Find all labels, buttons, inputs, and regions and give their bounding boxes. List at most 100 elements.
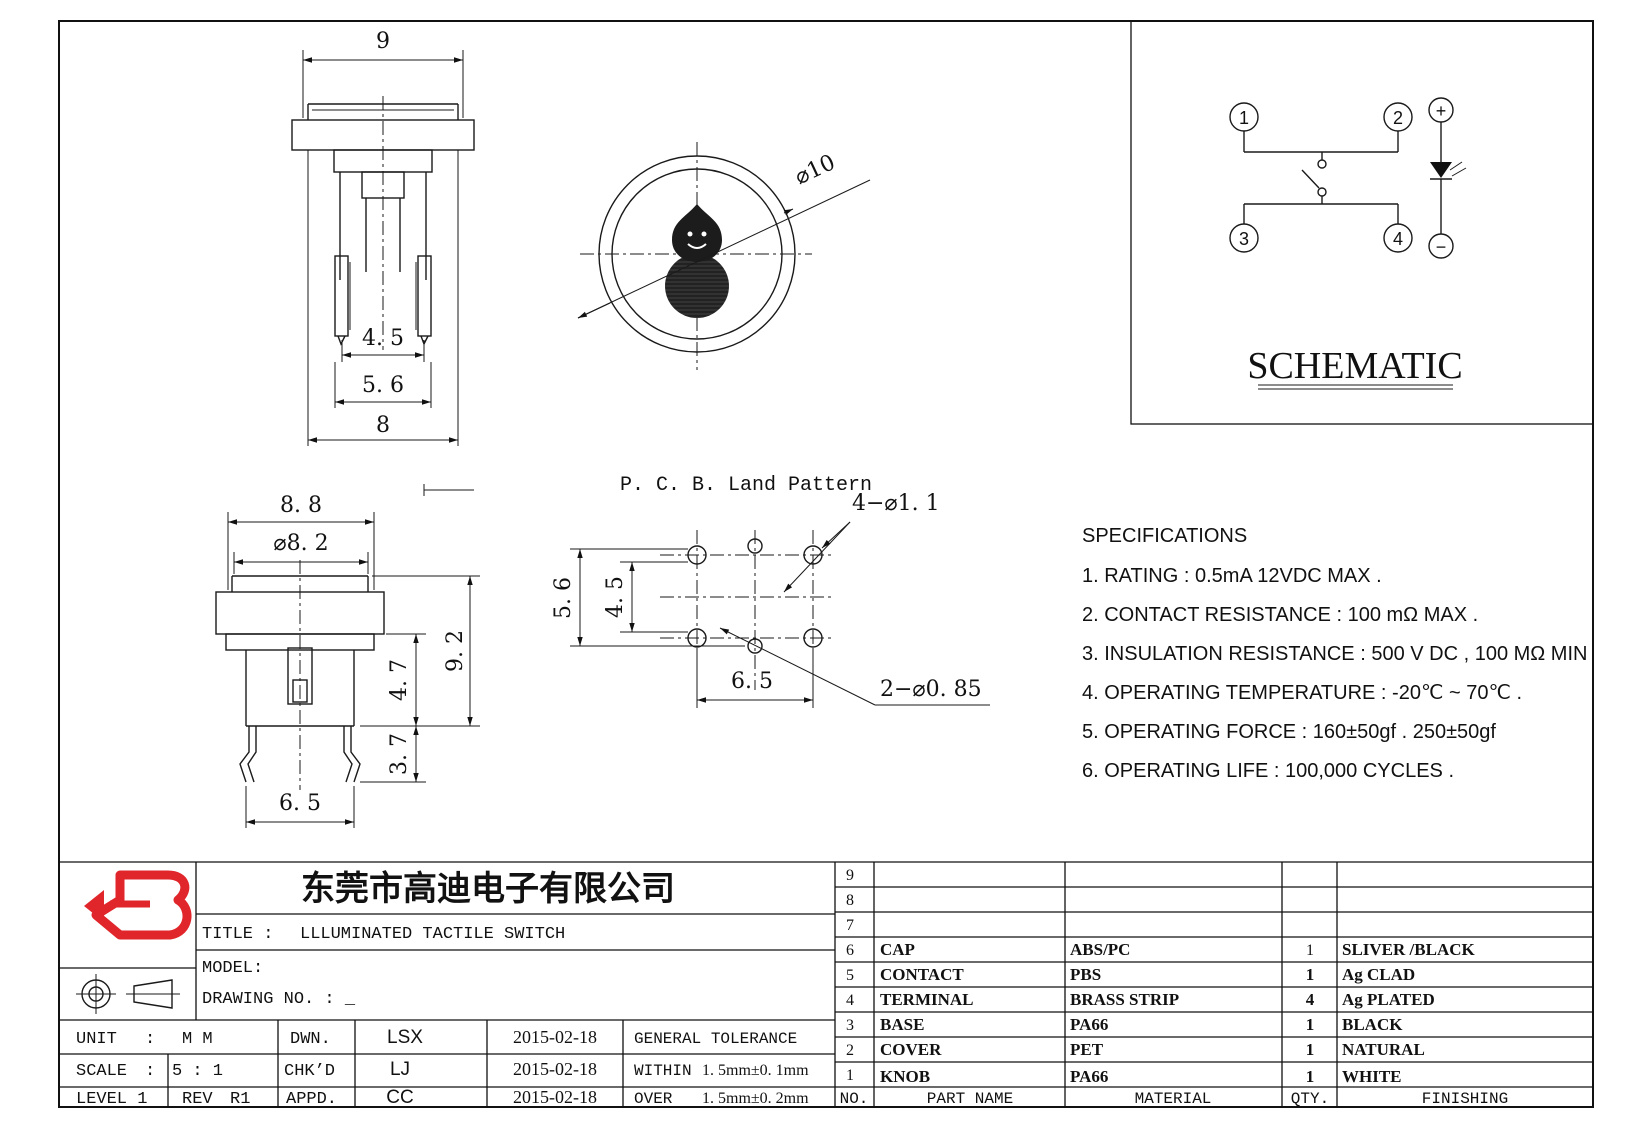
spec-item: 4. OPERATING TEMPERATURE : -20℃ ~ 70℃ . xyxy=(1082,682,1522,704)
spec-item: 2. CONTACT RESISTANCE : 100 mΩ MAX . xyxy=(1082,604,1478,626)
dim-top-width: 9 xyxy=(376,29,390,54)
approved-label: APPD. xyxy=(286,1090,337,1109)
dim-pcb-width: 6. 5 xyxy=(731,669,773,694)
title-value: LLLUMINATED TACTILE SWITCH xyxy=(300,925,565,944)
level-label: LEVEL 1 xyxy=(76,1090,147,1109)
gourd-logo-icon xyxy=(665,204,729,318)
spec-item: 3. INSULATION RESISTANCE : 500 V DC , 10… xyxy=(1082,643,1587,665)
svg-text:6: 6 xyxy=(846,942,854,959)
svg-text:1: 1 xyxy=(1306,1040,1315,1059)
company-name: 东莞市高迪电子有限公司 xyxy=(301,869,675,909)
dim-cap-diameter: ⌀10 xyxy=(791,150,839,190)
svg-text:COVER: COVER xyxy=(880,1040,942,1059)
svg-text:4: 4 xyxy=(1393,229,1403,249)
rev-label: REV xyxy=(182,1090,213,1109)
company-logo-icon xyxy=(84,870,192,940)
svg-text:PET: PET xyxy=(1070,1040,1104,1059)
dim-side-pin-pitch: 6. 5 xyxy=(279,791,321,816)
approved-date: 2015-02-18 xyxy=(513,1087,597,1107)
pcb-small-hole-callout: 2−⌀0. 85 xyxy=(880,677,982,702)
svg-text:1: 1 xyxy=(1306,1067,1315,1086)
svg-text:CONTACT: CONTACT xyxy=(880,965,964,984)
svg-text:1: 1 xyxy=(846,1067,854,1084)
side-view: 8. 8 ⌀8. 2 9. 2 4. 7 3. 7 6. 5 xyxy=(215,484,480,828)
spec-item: 1. RATING : 0.5mA 12VDC MAX . xyxy=(1082,565,1382,587)
pcb-title: P. C. B. Land Pattern xyxy=(620,474,872,497)
schematic-panel: 1 2 3 4 + xyxy=(1130,20,1594,425)
bom-row-number: 7 xyxy=(846,917,854,934)
tolerance-within-label: WITHIN xyxy=(634,1062,692,1080)
svg-text:1: 1 xyxy=(1306,1015,1315,1034)
drawn-by: LSX xyxy=(387,1027,423,1048)
scale-value: 5 : 1 xyxy=(172,1062,223,1081)
tolerance-title: GENERAL TOLERANCE xyxy=(634,1030,797,1048)
svg-text:TERMINAL: TERMINAL xyxy=(880,990,974,1009)
table-row: 1 KNOB PA66 1 WHITE xyxy=(846,1067,1402,1086)
table-row: 5 CONTACT PBS 1 Ag CLAD xyxy=(846,965,1415,984)
svg-text:4: 4 xyxy=(1306,990,1315,1009)
led-plus-icon: + xyxy=(1436,101,1447,121)
led-symbol: + − xyxy=(1428,97,1467,259)
table-row: 3 BASE PA66 1 BLACK xyxy=(846,1015,1403,1034)
tolerance-within-value: 1. 5mm±0. 1mm xyxy=(702,1062,809,1079)
front-view: 9 4. 5 5. 6 8 xyxy=(291,29,475,446)
checked-date: 2015-02-18 xyxy=(513,1059,597,1079)
dim-pin-pitch-outer: 5. 6 xyxy=(362,373,404,398)
svg-text:KNOB: KNOB xyxy=(880,1067,930,1086)
svg-text:3: 3 xyxy=(1239,229,1249,249)
dim-pin-pitch-inner: 4. 5 xyxy=(362,326,404,351)
unit-label: UNIT xyxy=(76,1030,117,1049)
svg-text:NATURAL: NATURAL xyxy=(1342,1040,1425,1059)
drawn-date: 2015-02-18 xyxy=(513,1027,597,1047)
bom-row-number: 8 xyxy=(846,892,854,909)
table-row: 4 TERMINAL BRASS STRIP 4 Ag PLATED xyxy=(846,990,1435,1009)
dim-height-pins: 3. 7 xyxy=(387,733,412,775)
svg-text:PBS: PBS xyxy=(1070,965,1101,984)
table-row: 2 COVER PET 1 NATURAL xyxy=(846,1040,1425,1059)
projection-symbol-icon xyxy=(76,974,180,1014)
unit-separator: : xyxy=(145,1030,155,1049)
tolerance-over-label: OVER xyxy=(634,1090,673,1108)
bom-header-finishing: FINISHING xyxy=(1422,1090,1508,1108)
svg-text:1: 1 xyxy=(1239,108,1249,128)
svg-text:Ag PLATED: Ag PLATED xyxy=(1342,990,1435,1009)
spec-item: 6. OPERATING LIFE : 100,000 CYCLES . xyxy=(1082,760,1454,782)
svg-text:PA66: PA66 xyxy=(1070,1067,1108,1086)
bom-header-part-name: PART NAME xyxy=(927,1090,1013,1108)
specifications-block: SPECIFICATIONS 1. RATING : 0.5mA 12VDC M… xyxy=(1082,525,1587,782)
svg-text:BASE: BASE xyxy=(880,1015,924,1034)
title-block: 东莞市高迪电子有限公司 TITLE : LLLUMINATED TACTILE … xyxy=(59,861,1593,1109)
svg-text:BRASS STRIP: BRASS STRIP xyxy=(1070,990,1179,1009)
svg-text:1: 1 xyxy=(1306,942,1314,959)
bom-header-qty: QTY. xyxy=(1291,1090,1329,1108)
table-row: 6 CAP ABS/PC 1 SLIVER /BLACK xyxy=(846,940,1476,959)
drawing-number-label: DRAWING NO. : _ xyxy=(202,990,356,1009)
bom-header-material: MATERIAL xyxy=(1135,1090,1212,1108)
svg-text:PA66: PA66 xyxy=(1070,1015,1108,1034)
model-label: MODEL: xyxy=(202,959,263,978)
bom-table: 9 8 7 6 CAP ABS/PC 1 SLIVER /BLACK 5 CON… xyxy=(835,862,1593,1108)
unit-value: M M xyxy=(182,1030,213,1049)
pcb-land-pattern: P. C. B. Land Pattern 5. 6 4. 5 6. 5 4−⌀… xyxy=(551,474,990,708)
schematic-title: SCHEMATIC xyxy=(1247,345,1462,387)
dim-height-body: 4. 7 xyxy=(387,659,412,701)
drawn-label: DWN. xyxy=(290,1030,331,1049)
svg-text:2: 2 xyxy=(846,1042,854,1059)
led-minus-icon: − xyxy=(1436,237,1447,257)
svg-text:2: 2 xyxy=(1393,108,1403,128)
bom-row-number: 9 xyxy=(846,867,854,884)
title-label: TITLE : xyxy=(202,925,273,944)
svg-text:WHITE: WHITE xyxy=(1342,1067,1402,1086)
approved-by: CC xyxy=(386,1087,413,1108)
spec-item: 5. OPERATING FORCE : 160±50gf . 250±50gf xyxy=(1082,721,1496,743)
svg-text:5: 5 xyxy=(846,967,854,984)
tolerance-over-value: 1. 5mm±0. 2mm xyxy=(702,1090,809,1107)
dim-pcb-inner-height: 4. 5 xyxy=(603,576,628,618)
svg-text:CAP: CAP xyxy=(880,940,915,959)
svg-text:Ag CLAD: Ag CLAD xyxy=(1342,965,1415,984)
svg-text:BLACK: BLACK xyxy=(1342,1015,1403,1034)
svg-text:4: 4 xyxy=(846,992,854,1009)
drawing-border xyxy=(58,20,1594,1108)
bom-header-no: NO. xyxy=(840,1090,869,1108)
